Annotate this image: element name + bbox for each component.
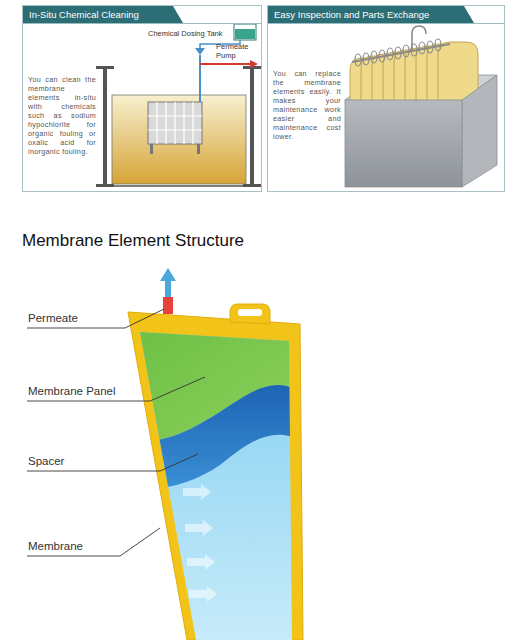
part-label: Chemical Dosing Tank [148,29,234,38]
membrane-surface [130,320,300,640]
info-panel: In-Situ Chemical CleaningYou can clean t… [22,5,262,192]
part-label: Permeate Pump [216,42,252,60]
dosing-liquid [235,29,255,39]
panel-description: You can clean the membrane elements in-s… [28,75,96,156]
handle-hole [238,309,262,316]
leader-line [27,528,160,556]
callout-label: Spacer [28,455,158,468]
permeate-pipe [199,55,201,102]
flow-arrow [187,554,215,570]
flow-arrow [183,484,211,500]
coil-loop [371,51,377,63]
basket-front [345,100,462,187]
coil-loop [379,50,385,62]
wall-flange [96,66,114,69]
flow-arrow [250,60,258,68]
module-grid [148,102,202,144]
panel-heading: Easy Inspection and Parts Exchange [274,9,429,20]
permeate-arrow-shaft [165,279,171,297]
basin-liquid [112,95,246,184]
coil-loop [387,48,393,60]
info-panel: Easy Inspection and Parts ExchangeYou ca… [267,5,505,192]
wall-beam [103,68,107,186]
dosing-tank [234,24,256,40]
header-rule [268,23,504,24]
spacer-layer [130,385,300,489]
basin-floor [107,185,250,187]
panel-description: You can replace the membrane elements ea… [273,69,341,141]
callout-label: Permeate [28,312,158,325]
coil-loop [355,54,361,66]
section-title: Membrane Element Structure [22,231,244,251]
leader-line [27,377,205,401]
flow-arrow [185,520,213,536]
frame-handle [230,304,270,324]
callout-label: Membrane [28,540,158,553]
header-tab [23,6,183,23]
panel-heading: In-Situ Chemical Cleaning [29,9,139,20]
coil-loop [403,45,409,57]
flow-arrow [189,586,217,602]
permeate-outlet [163,297,173,314]
module-leg [197,144,200,154]
coil-loop [363,53,369,65]
leader-line [27,309,164,328]
basket-side [462,75,497,187]
valve-symbol [195,48,205,55]
coil-loop [435,39,441,51]
coil-loop [395,47,401,59]
coil-loop [419,42,425,54]
permeate-outlet-pipe [200,63,250,65]
lifting-hook [412,26,426,50]
leader-line [27,454,198,471]
membrane-module [148,102,202,144]
header-tab [268,6,474,23]
module-leg [150,144,153,154]
wall-beam [250,68,254,186]
permeate-arrow-head [160,268,176,281]
header-rule [23,23,261,24]
callout-label: Membrane Panel [28,385,158,398]
coil-loop [427,41,433,53]
